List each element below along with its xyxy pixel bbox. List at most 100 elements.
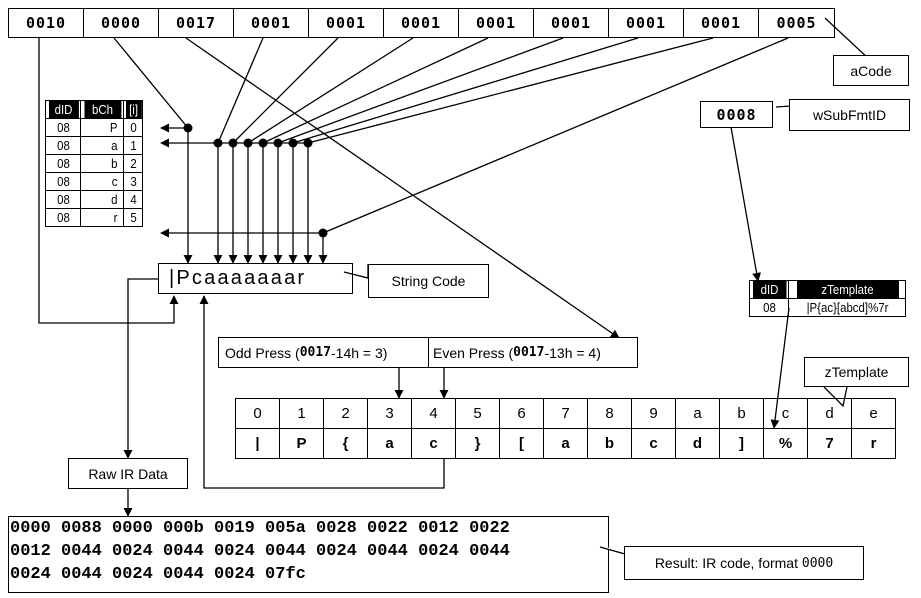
acode-cell: 0001 (309, 9, 384, 37)
acode-cell: 0001 (609, 9, 684, 37)
ztemplate-callout: zTemplate (804, 357, 909, 387)
lut-index: 0 (124, 118, 142, 137)
ztemplate-index: 5 (455, 398, 500, 429)
even-press-box: Even Press (0017-13h = 4) (428, 337, 638, 368)
ztemplate-index: 3 (367, 398, 412, 429)
ztemplate-index: b (719, 398, 764, 429)
table-row: 08 d 4 (46, 190, 143, 209)
string-code-box: |Pcaaaaaaar (158, 263, 353, 294)
raw-ir-line: 0012 0044 0024 0044 0024 0044 0024 0044 … (10, 542, 510, 561)
acode-cell: 0017 (159, 9, 234, 37)
ztemplate-char: | (235, 428, 280, 459)
lut-index: 3 (124, 172, 142, 191)
sub-format-id-value: 0008 (700, 101, 773, 128)
odd-press-prefix: Odd Press ( (225, 344, 300, 361)
raw-ir-line: 0024 0044 0024 0044 0024 07fc (10, 565, 306, 584)
lut-did: 08 (47, 136, 79, 155)
odd-press-code: 0017 (299, 345, 332, 360)
acode-cell: 0001 (684, 9, 759, 37)
ztemplate-char: a (367, 428, 412, 459)
ztemplate-char: { (323, 428, 368, 459)
ztemplate-index: a (675, 398, 720, 429)
acode-cell: 0001 (459, 9, 534, 37)
lut-index: 1 (124, 136, 142, 155)
table-row: 08 r 5 (46, 208, 143, 227)
ztemplate-char: [ (499, 428, 544, 459)
lut-bch: c (82, 172, 122, 191)
lut-bch: r (82, 208, 122, 227)
ztemplate-index: e (851, 398, 896, 429)
ztemplate-char: c (631, 428, 676, 459)
acode-row: 0010 0000 0017 0001 0001 0001 0001 0001 … (8, 8, 835, 38)
tpl-header: zTemplate (795, 280, 899, 299)
lut-header: bCh (82, 100, 122, 119)
lut-did: 08 (47, 190, 79, 209)
template-lookup-table: dID zTemplate 08 |P{ac}[abcd]%7r (749, 280, 906, 317)
table-row: 08 |P{ac}[abcd]%7r (750, 298, 906, 317)
result-text: Result: IR code, format (654, 555, 798, 571)
ztemplate-index: 6 (499, 398, 544, 429)
lut-index: 5 (124, 208, 142, 227)
result-callout: Result: IR code, format 0000 (624, 546, 864, 580)
ztemplate-char: } (455, 428, 500, 459)
ztemplate-index: 8 (587, 398, 632, 429)
acode-cell: 0000 (84, 9, 159, 37)
ztemplate-char: b (587, 428, 632, 459)
even-press-code: 0017 (513, 345, 545, 360)
ztemplate-index: c (763, 398, 808, 429)
ztemplate-char-row: | P { a c } [ a b c d ] % 7 r (235, 428, 896, 459)
ztemplate-index: 4 (411, 398, 456, 429)
table-row: 08 P 0 (46, 118, 143, 137)
ztemplate-char: % (763, 428, 808, 459)
char-lookup-table: dID bCh [i] 08 P 0 08 a 1 08 b 2 08 c 3 … (45, 100, 143, 227)
ztemplate-char: d (675, 428, 720, 459)
ztemplate-char: P (279, 428, 324, 459)
result-format: 0000 (801, 555, 834, 571)
acode-cell: 0005 (776, 14, 817, 32)
ztemplate-index-row: 0 1 2 3 4 5 6 7 8 9 a b c d e (235, 398, 896, 429)
acode-cell: 0010 (9, 9, 84, 37)
tpl-ztemplate: |P{ac}[abcd]%7r (795, 298, 899, 317)
table-row: 08 a 1 (46, 136, 143, 155)
lut-header: [i] (124, 100, 142, 119)
ztemplate-index: 0 (235, 398, 280, 429)
acode-cell: 0001 (534, 9, 609, 37)
odd-press-box: Odd Press (0017-14h = 3) (218, 337, 429, 368)
even-press-suffix: -13h = 4) (544, 344, 601, 361)
lut-bch: P (82, 118, 122, 137)
lut-did: 08 (47, 118, 79, 137)
odd-press-suffix: -14h = 3) (331, 344, 388, 361)
lut-index: 4 (124, 190, 142, 209)
tpl-header: dID (751, 280, 787, 299)
table-row: 08 b 2 (46, 154, 143, 173)
lut-bch: b (82, 154, 122, 173)
even-press-prefix: Even Press ( (433, 344, 514, 361)
acode-cell: 0001 (384, 9, 459, 37)
string-code-callout: String Code (368, 264, 489, 298)
acode-callout: aCode (833, 55, 909, 86)
raw-ir-data-label: Raw IR Data (68, 458, 188, 489)
sub-format-callout: wSubFmtID (789, 99, 910, 131)
lut-bch: d (82, 190, 122, 209)
ztemplate-index: d (807, 398, 852, 429)
tpl-did: 08 (751, 298, 787, 317)
lut-bch: a (82, 136, 122, 155)
acode-cell: 0001 (234, 9, 309, 37)
ztemplate-char: ] (719, 428, 764, 459)
ztemplate-index: 9 (631, 398, 676, 429)
lut-header: dID (47, 100, 79, 119)
ztemplate-char: c (411, 428, 456, 459)
ztemplate-table: 0 1 2 3 4 5 6 7 8 9 a b c d e | P { a c … (235, 398, 896, 459)
ztemplate-char: 7 (807, 428, 852, 459)
lut-index: 2 (124, 154, 142, 173)
lut-did: 08 (47, 154, 79, 173)
raw-ir-line: 0000 0088 0000 000b 0019 005a 0028 0022 … (10, 519, 510, 538)
lut-did: 08 (47, 172, 79, 191)
lut-did: 08 (47, 208, 79, 227)
table-row: 08 c 3 (46, 172, 143, 191)
ztemplate-char: a (543, 428, 588, 459)
raw-ir-code-box: 0000 0088 0000 000b 0019 005a 0028 0022 … (8, 516, 609, 593)
ztemplate-char: r (851, 428, 896, 459)
ztemplate-index: 2 (323, 398, 368, 429)
